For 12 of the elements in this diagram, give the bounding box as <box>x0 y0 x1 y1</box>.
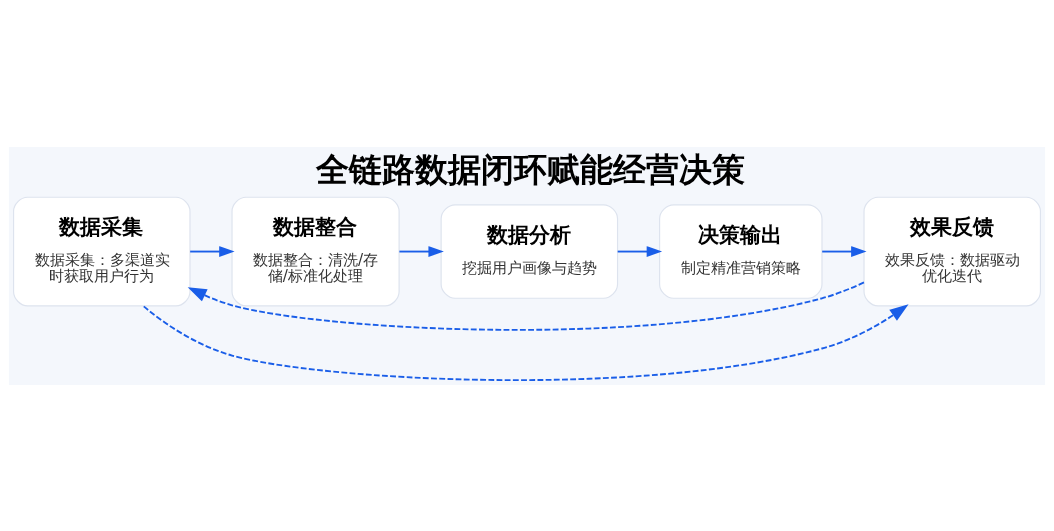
arrow <box>821 245 867 257</box>
node-box: 效果反馈 效果反馈：数据驱动优化迭代 <box>863 196 1041 306</box>
arrow <box>142 303 909 381</box>
arrow <box>187 281 865 331</box>
node-box: 数据分析 挖掘用户画像与趋势 <box>440 203 619 299</box>
arrow <box>398 245 444 257</box>
arrow <box>616 245 663 257</box>
node-box: 数据整合 数据整合：清洗/存储/标准化处理 <box>231 196 400 306</box>
node-box: 数据采集 数据采集：多渠道实时获取用户行为 <box>13 196 191 306</box>
node-box: 决策输出 制定精准营销策略 <box>659 203 823 299</box>
arrow <box>189 245 235 257</box>
diagram-title: 全链路数据闭环赋能经营决策 <box>316 150 746 189</box>
